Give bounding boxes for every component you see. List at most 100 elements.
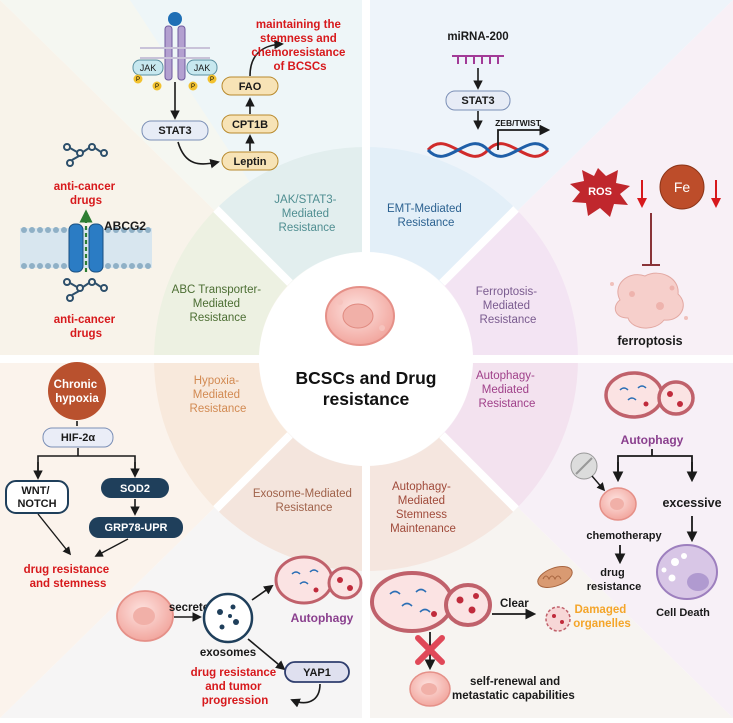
phospho-groups: P P P P [133, 74, 217, 91]
excessive-text: excessive [662, 496, 721, 510]
hypoxia-panel: Chronic hypoxia HIF-2α WNT/ NOTCH SOD2 G… [5, 362, 183, 590]
grp78-box [89, 517, 183, 538]
emt-panel: miRNA-200 STAT3 ZEB/TWIST [426, 31, 551, 158]
ferroptotic-cell-icon [610, 272, 688, 329]
cpt1b-text: CPT1B [232, 119, 268, 131]
cpt1b-box [221, 114, 279, 134]
autophagy-drug-resistance-text: drug resistance [587, 567, 641, 593]
hypoxia-outcome-text: drug resistance and stemness [24, 564, 113, 590]
cell-death-text: Cell Death [656, 607, 710, 619]
fao-box [221, 76, 279, 96]
center-content: BCSCs and Drug resistance [296, 286, 437, 409]
label-exosome: Exosome-Mediated Resistance [253, 488, 355, 514]
stemness-autophagosome-icon [370, 571, 492, 633]
center-circle [259, 252, 473, 466]
exosome-cancer-cell-icon [116, 590, 174, 642]
dna-helix-icon [426, 142, 550, 158]
stemness-outcome-text: self-renewal and metastatic capabilities [452, 676, 575, 702]
chronic-hypoxia-circle [48, 362, 106, 420]
sod2-text: SOD2 [120, 483, 150, 495]
label-autophagy-stemness: Autophagy- Mediated Stemness Maintenance [390, 481, 456, 535]
autophagy-panel: Autophagy excessive chemotherapy drug re… [570, 371, 722, 619]
chemotherapy-text: chemotherapy [586, 530, 662, 542]
sod2-box [101, 478, 169, 498]
autophagosome-icon [604, 371, 695, 419]
sector-stemness[interactable] [366, 435, 516, 572]
ros-burst-icon [570, 168, 630, 217]
pill-icon [570, 452, 598, 480]
sector-exosome[interactable] [216, 435, 366, 572]
ferroptosis-panel: ROS Fe ferroptosis [570, 164, 721, 348]
label-autophagy: Autophagy- Mediated Resistance [476, 370, 538, 410]
exosome-panel: secrete exosomes Autophagy YAP1 drug res… [116, 555, 363, 708]
yap1-text: YAP1 [303, 667, 331, 679]
autophagy-cancer-cell-icon [599, 487, 637, 521]
exosome-autophagosome-icon [274, 555, 363, 605]
exosome-autophagy-text: Autophagy [291, 611, 354, 625]
center-title-line2: resistance [323, 389, 410, 409]
jak-stat3-panel: JAK JAK P P P P STAT3 Leptin CPT1B FAO m… [132, 12, 348, 171]
wnt-notch-box [5, 480, 69, 514]
svg-text:P: P [210, 77, 214, 83]
blocked-cross-icon [415, 635, 445, 665]
center-cancer-cell [325, 286, 395, 346]
leptin-box [221, 151, 279, 171]
receptor-left [164, 25, 173, 81]
exosomes-text: exosomes [200, 647, 256, 659]
leptin-text: Leptin [234, 156, 267, 168]
zeb-twist-text: ZEB/TWIST [495, 118, 542, 128]
sector-emt[interactable] [366, 146, 516, 283]
sector-abc[interactable] [153, 209, 290, 359]
clear-text: Clear [500, 598, 529, 610]
abcg2-text: ABCG2 [104, 219, 146, 233]
stat3-box [141, 120, 209, 141]
jak-left-box [132, 59, 164, 76]
abc-panel: anti-cancer drugs ABCG2 anti-cancer drug… [20, 143, 152, 340]
jak-right-box [186, 59, 218, 76]
secrete-text: secrete [169, 602, 209, 614]
abcg2-left-subunit [68, 223, 84, 273]
hif-box [42, 427, 114, 448]
emt-stat3-text: STAT3 [461, 95, 494, 107]
hif-text: HIF-2α [61, 432, 96, 444]
mitochondrion-icon [537, 566, 573, 588]
grp78-text: GRP78-UPR [105, 522, 168, 534]
fe-circle-icon [659, 164, 705, 210]
wnt-notch-text: WNT/ NOTCH [17, 485, 56, 510]
ros-text: ROS [588, 186, 612, 198]
jak-left-text: JAK [140, 63, 157, 73]
autophagy-title-text: Autophagy [621, 433, 684, 447]
mirna-text: miRNA-200 [447, 31, 508, 43]
stat3-text: STAT3 [158, 125, 191, 137]
sector-hypoxia[interactable] [153, 359, 290, 509]
sector-autophagy[interactable] [442, 359, 579, 509]
ligand-icon [168, 12, 182, 26]
sector-ring [153, 146, 579, 572]
fao-text: FAO [239, 81, 262, 93]
emt-stat3-box [445, 90, 511, 111]
damaged-organelles-text: Damaged organelles [573, 604, 631, 630]
ferroptosis-text: ferroptosis [617, 334, 682, 348]
label-ferroptosis: Ferroptosis- Mediated Resistance [476, 286, 541, 326]
chronic-hypoxia-text: Chronic hypoxia [54, 379, 101, 405]
center-title-line1: BCSCs and Drug [296, 368, 437, 388]
drug-molecule-bottom-icon [63, 278, 108, 302]
drugs-bottom-text: anti-cancer drugs [54, 314, 119, 340]
dying-cell-icon [656, 544, 718, 600]
sector-jak-stat3[interactable] [216, 146, 366, 283]
jak-right-text: JAK [194, 63, 211, 73]
drugs-top-text: anti-cancer drugs [54, 181, 119, 207]
svg-text:P: P [136, 77, 140, 83]
svg-text:P: P [191, 84, 195, 90]
drug-molecule-top-icon [63, 143, 108, 167]
label-hypoxia: Hypoxia- Mediated Resistance [190, 375, 247, 415]
fe-text: Fe [674, 179, 691, 195]
sector-ferroptosis[interactable] [442, 209, 579, 359]
svg-text:P: P [155, 84, 159, 90]
label-emt: EMT-Mediated Resistance [387, 203, 465, 229]
jak-outcome-text: maintaining the stemness and chemoresist… [251, 19, 348, 73]
exosome-outcome-text: drug resistance and tumor progression [191, 667, 280, 707]
label-abc: ABC Transporter- Mediated Resistance [172, 284, 265, 324]
